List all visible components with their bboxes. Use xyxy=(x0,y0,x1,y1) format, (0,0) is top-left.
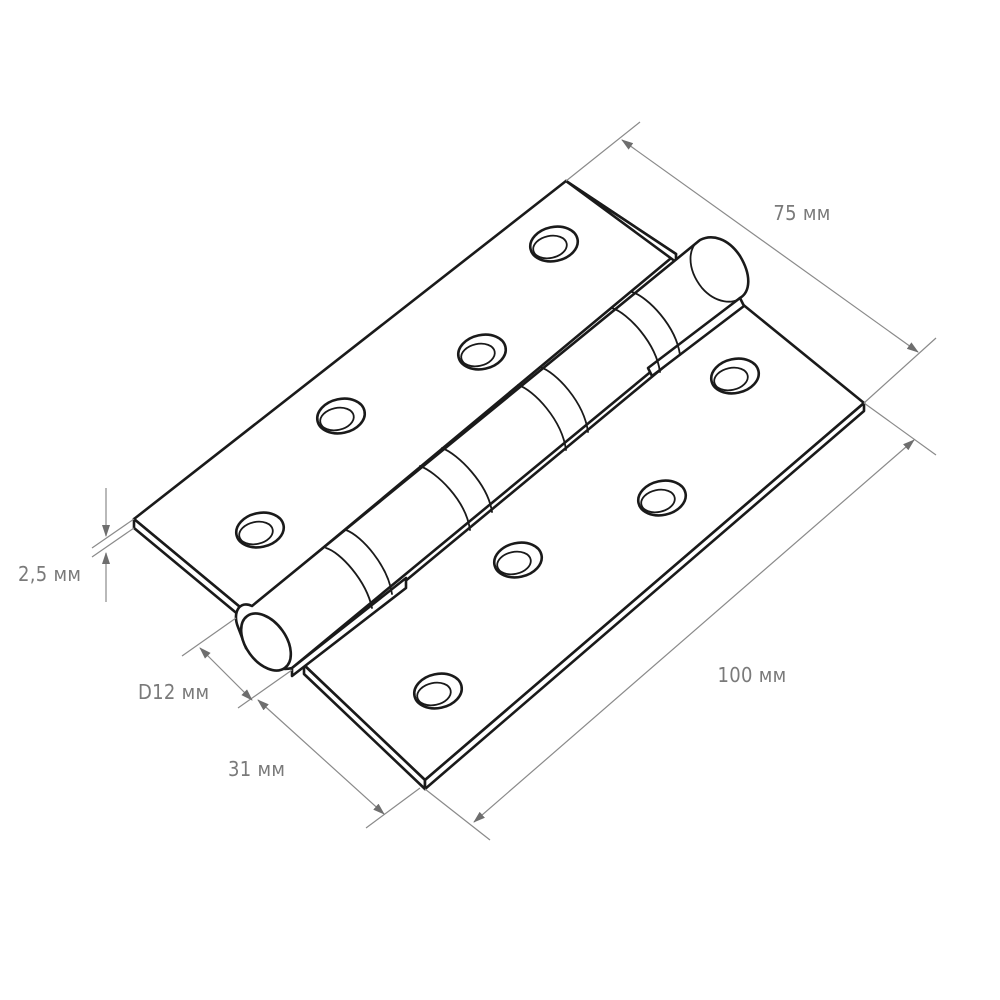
screw-hole-icon xyxy=(234,511,286,549)
dimension-width: 75 мм xyxy=(565,121,937,404)
dimension-diameter: D12 мм xyxy=(138,617,293,709)
screw-hole-icon xyxy=(528,225,580,263)
dimension-thickness-label: 2,5 мм xyxy=(18,562,81,586)
dimension-thickness: 2,5 мм xyxy=(18,488,135,602)
dimension-offset-label: 31 мм xyxy=(228,757,285,781)
screw-hole-icon xyxy=(456,333,508,371)
left-leaf xyxy=(132,179,678,623)
screw-hole-icon xyxy=(412,672,464,710)
dimension-length: 100 мм xyxy=(424,402,937,841)
dimension-offset: 31 мм xyxy=(228,699,421,829)
dimension-width-label: 75 мм xyxy=(773,201,830,225)
screw-hole-icon xyxy=(709,357,761,395)
dimension-length-label: 100 мм xyxy=(718,663,787,687)
screw-hole-icon xyxy=(315,397,367,435)
dimension-diameter-label: D12 мм xyxy=(138,680,209,704)
screw-holes-left-leaf xyxy=(234,225,580,549)
